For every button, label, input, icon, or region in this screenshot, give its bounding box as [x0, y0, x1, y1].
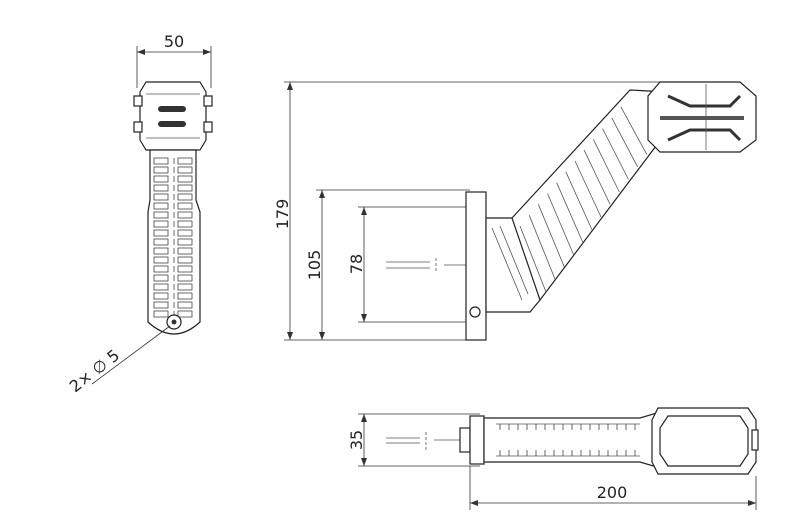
rib [153, 301, 169, 309]
rib [574, 160, 602, 218]
rib [153, 166, 169, 174]
front-view: 50 2× ∅ 5 [66, 32, 213, 397]
rib [177, 229, 193, 237]
arm-ribs [519, 106, 648, 293]
rib [153, 220, 169, 228]
arrowhead [361, 458, 367, 466]
clip [133, 121, 143, 133]
rib [177, 283, 193, 291]
light-bar [158, 106, 186, 112]
dim-label-hole-spacing: 78 [347, 254, 366, 274]
rib [528, 215, 556, 280]
rib [177, 301, 193, 309]
rib [153, 310, 169, 318]
rib [177, 175, 193, 183]
lamp-chevron [667, 128, 742, 142]
lamp-clip [751, 429, 759, 451]
arrowhead [287, 332, 293, 340]
rib [153, 247, 169, 255]
rib [177, 247, 193, 255]
light-bar [158, 121, 186, 127]
connector [459, 427, 471, 453]
rib [602, 128, 629, 180]
dim-label-width: 50 [164, 32, 184, 51]
rib [177, 265, 193, 273]
arm-top [483, 411, 661, 469]
dim-label-length: 200 [597, 483, 628, 502]
dim-label-height: 179 [273, 199, 292, 230]
rib [177, 202, 193, 210]
arrowhead [287, 82, 293, 90]
clip [133, 95, 143, 107]
hatch [499, 225, 529, 295]
hatch [491, 227, 523, 301]
rib [620, 106, 648, 155]
rib [153, 292, 169, 300]
lamp-chevron [667, 94, 742, 108]
mount-bolt [469, 306, 481, 318]
dim-label-depth: 35 [347, 430, 366, 450]
hole-label: 2× ∅ 5 [66, 346, 123, 397]
base-plate-top [469, 415, 485, 465]
rib [611, 117, 639, 168]
rib [153, 265, 169, 273]
arrowhead [137, 49, 145, 55]
lamp-lens-top [659, 415, 749, 467]
rib [177, 220, 193, 228]
rib [177, 310, 193, 318]
arrowhead [203, 49, 211, 55]
leader-line [91, 325, 171, 385]
rib [153, 256, 169, 264]
clip [203, 95, 213, 107]
rib [153, 184, 169, 192]
rib [537, 204, 565, 268]
arrowhead [361, 207, 367, 215]
rib [153, 202, 169, 210]
rib [547, 193, 574, 255]
mount-hole-center [171, 319, 177, 325]
rib [153, 211, 169, 219]
lamp-head-front [139, 81, 207, 151]
rib [565, 171, 593, 230]
rib [583, 149, 611, 205]
arrowhead [470, 500, 478, 506]
arm-ribs [153, 157, 193, 318]
rib [153, 157, 169, 165]
arrowhead [361, 414, 367, 422]
rib [177, 193, 193, 201]
clip [203, 121, 213, 133]
rib [177, 211, 193, 219]
rib [177, 184, 193, 192]
rib [153, 175, 169, 183]
rib [153, 238, 169, 246]
rib [177, 256, 193, 264]
rib [153, 283, 169, 291]
rib [519, 225, 547, 293]
arrowhead [361, 314, 367, 322]
rib [177, 238, 193, 246]
arm-ribs [499, 424, 636, 456]
rib [153, 229, 169, 237]
top-view: 35 200 [347, 407, 759, 510]
arrowhead [319, 190, 325, 198]
rib [153, 274, 169, 282]
rib [177, 292, 193, 300]
rib [177, 274, 193, 282]
rib [177, 166, 193, 174]
arrowhead [319, 332, 325, 340]
rib [177, 157, 193, 165]
side-view: 179 105 78 [273, 81, 757, 341]
arrowhead [748, 500, 756, 506]
dim-label-mount-height: 105 [305, 250, 324, 281]
rib [153, 193, 169, 201]
base-plate [465, 191, 487, 341]
rib [592, 139, 620, 193]
rib [556, 182, 584, 243]
